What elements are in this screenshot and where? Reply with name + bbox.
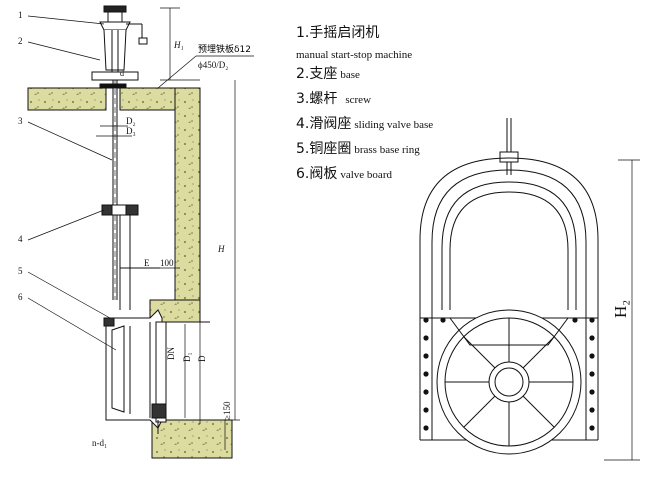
side-view-labels: 1 2 3 4 5 6 预埋铁板δ12 ϕ450/D₂ H₁ d D₂ D₃ E… <box>18 10 251 448</box>
side-view <box>27 5 254 459</box>
dim-dn: DN <box>166 347 176 360</box>
callout-5: 5 <box>18 266 23 276</box>
pipe-dim-label: ϕ450/D₂ <box>198 60 228 70</box>
callout-2: 2 <box>18 36 23 46</box>
front-view <box>419 118 640 461</box>
valve-body <box>103 309 210 434</box>
dim-d1: D₁ <box>182 352 192 362</box>
concrete-slab <box>27 87 233 459</box>
callout-1: 1 <box>18 10 23 20</box>
sliding-valve-base <box>101 204 160 310</box>
dim-h: H <box>217 244 225 254</box>
dim-e: E <box>144 258 150 268</box>
base-support <box>91 29 139 81</box>
dim-d: d <box>120 69 124 78</box>
dim-e-value: 100 <box>160 258 174 268</box>
dim-d2: D₂ <box>126 116 136 126</box>
handwheel-machine <box>99 5 148 45</box>
callout-leaders <box>27 15 254 351</box>
dim-d-small: D <box>197 355 207 362</box>
screw-rod <box>112 80 118 300</box>
callout-4: 4 <box>18 234 23 244</box>
legend-item-1-en: manual start-stop machine <box>296 49 413 61</box>
callout-6: 6 <box>18 292 23 302</box>
dimension-lines <box>96 7 240 450</box>
legend-item-1: 1.手摇启闭机 <box>296 25 380 41</box>
dim-min150: ≥150 <box>222 401 232 420</box>
dim-bolts: n-d₁ <box>92 438 107 448</box>
dim-d3: D₃ <box>126 126 136 136</box>
dim-h2: H₂ <box>611 300 630 318</box>
dim-h1: H₁ <box>173 40 184 50</box>
callout-3: 3 <box>18 116 23 126</box>
embed-plate-label: 预埋铁板δ12 <box>198 43 251 55</box>
bolt-holes <box>423 317 595 431</box>
